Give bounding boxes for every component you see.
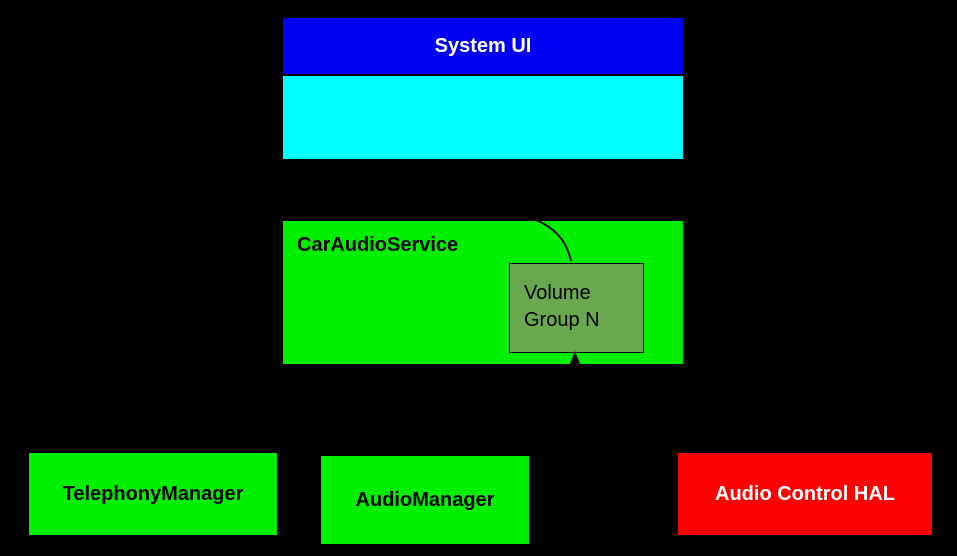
audio-control-hal-node: Audio Control HAL xyxy=(677,452,933,536)
volume-group-node: Volume Group N xyxy=(509,263,644,353)
system-ui-label: System UI xyxy=(434,34,532,57)
volume-group-label-line1: Volume xyxy=(524,282,591,304)
system-ui-header: System UI xyxy=(282,17,684,75)
audio-control-hal-label: Audio Control HAL xyxy=(715,482,895,505)
audio-manager-node: AudioManager xyxy=(320,455,530,545)
telephony-manager-label: TelephonyManager xyxy=(62,482,244,505)
car-audio-service-label: CarAudioService xyxy=(297,234,459,256)
audio-manager-label: AudioManager xyxy=(355,488,495,511)
telephony-manager-node: TelephonyManager xyxy=(28,452,278,536)
system-ui-body xyxy=(282,75,684,160)
volume-group-label-line2: Group N xyxy=(524,309,600,331)
car-audio-service-node: CarAudioService Volume Group N xyxy=(282,220,684,365)
